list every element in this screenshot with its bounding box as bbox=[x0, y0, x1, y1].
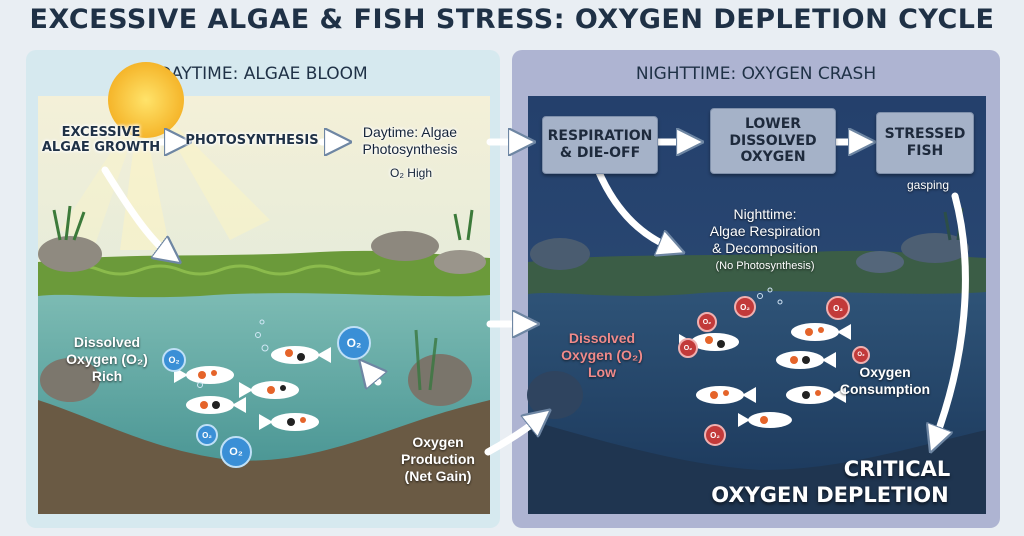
nighttime-koi-group bbox=[679, 323, 851, 428]
o2-red-bubble: O₂ bbox=[704, 424, 726, 446]
dissolved-low-line-2: Oxygen (O₂) bbox=[561, 346, 643, 363]
o2-red-bubble-label: O₂ bbox=[702, 318, 712, 326]
night-resp-line-2: Algae Respiration bbox=[709, 222, 821, 239]
arrow-growth-to-surface bbox=[101, 166, 170, 255]
production-line-3: (Net Gain) bbox=[404, 467, 472, 484]
dissolved-rich-line-3: Rich bbox=[91, 367, 123, 384]
arrow-respiration-down bbox=[594, 166, 672, 248]
o2-red-bubble: O₂ bbox=[826, 296, 850, 320]
o2-high-label: O₂ High bbox=[389, 166, 432, 180]
o2-red-bubble: O₂ bbox=[697, 312, 717, 332]
o2-bubble-label: O₂ bbox=[229, 446, 243, 458]
nighttime-respiration-label: Nighttime: Algae Respiration & Decomposi… bbox=[680, 206, 850, 256]
respiration-dieoff-box: RESPIRATION & DIE-OFF bbox=[542, 116, 658, 174]
respiration-line-2: & DIE-OFF bbox=[559, 145, 641, 161]
oxygen-production-label: Oxygen Production (Net Gain) bbox=[392, 434, 484, 484]
o2-red-bubble-label: O₂ bbox=[740, 302, 750, 312]
oxygen-consumption-label: Oxygen Consumption bbox=[830, 364, 940, 398]
consumption-line-1: Oxygen bbox=[859, 364, 911, 380]
critical-label: CRITICAL bbox=[843, 457, 951, 481]
stressed-fish-box: STRESSED FISH bbox=[876, 112, 974, 174]
arrow-production-up bbox=[368, 370, 378, 382]
dissolved-rich-line-2: Oxygen (O₂) bbox=[66, 350, 148, 367]
daytime-small-bubbles bbox=[197, 319, 269, 388]
algae-photo-line-1: Daytime: Algae bbox=[362, 124, 458, 140]
o2-red-bubble: O₂ bbox=[734, 296, 756, 318]
arrow-stressed-to-critical bbox=[935, 192, 969, 440]
o2-bubble: O₂ bbox=[337, 326, 371, 360]
dissolved-oxygen-rich-label: Dissolved Oxygen (O₂) Rich bbox=[52, 334, 162, 384]
o2-red-bubble: O₂ bbox=[678, 338, 698, 358]
daytime-algae-photosynthesis-label: Daytime: Algae Photosynthesis bbox=[340, 124, 480, 158]
lower-line-1: LOWER bbox=[744, 115, 802, 132]
algae-photo-line-2: Photosynthesis bbox=[362, 140, 458, 157]
lower-dissolved-oxygen-box: LOWER DISSOLVED OXYGEN bbox=[710, 108, 836, 174]
dissolved-low-line-1: Dissolved bbox=[568, 330, 636, 346]
o2-red-bubble-label: O₂ bbox=[683, 344, 693, 352]
dissolved-rich-line-1: Dissolved bbox=[73, 334, 141, 350]
excessive-line-1: EXCESSIVE bbox=[61, 125, 141, 140]
night-resp-line-3: & Decomposition bbox=[712, 239, 818, 256]
page-title: EXCESSIVE ALGAE & FISH STRESS: OXYGEN DE… bbox=[29, 4, 995, 35]
o2-red-bubble-label: O₂ bbox=[857, 352, 865, 358]
excessive-algae-growth-label: EXCESSIVE ALGAE GROWTH bbox=[40, 125, 162, 156]
respiration-line-1: RESPIRATION bbox=[547, 128, 653, 145]
daytime-heading: DAYTIME: ALGAE BLOOM bbox=[158, 64, 368, 84]
o2-red-bubble: O₂ bbox=[852, 346, 870, 364]
o2-bubble-label: O₂ bbox=[168, 355, 180, 365]
o2-bubble: O₂ bbox=[196, 424, 218, 446]
o2-red-bubble-label: O₂ bbox=[833, 303, 843, 313]
sun-icon bbox=[108, 62, 184, 138]
dissolved-low-line-3: Low bbox=[588, 363, 616, 380]
no-photosynthesis-label: (No Photosynthesis) bbox=[715, 260, 815, 272]
nighttime-heading: NIGHTTIME: OXYGEN CRASH bbox=[635, 64, 877, 84]
o2-bubble-label: O₂ bbox=[202, 430, 212, 440]
dissolved-oxygen-low-label: Dissolved Oxygen (O₂) Low bbox=[546, 330, 658, 380]
o2-bubble-label: O₂ bbox=[346, 336, 362, 350]
lower-line-2: DISSOLVED bbox=[729, 132, 817, 149]
lower-line-3: OXYGEN bbox=[740, 149, 806, 166]
oxygen-depletion-label: OXYGEN DEPLETION bbox=[711, 483, 949, 507]
o2-bubble: O₂ bbox=[162, 348, 186, 372]
o2-red-bubble-label: O₂ bbox=[710, 430, 720, 440]
gasping-label: gasping bbox=[906, 178, 950, 192]
excessive-line-2: ALGAE GROWTH bbox=[41, 139, 161, 155]
photosynthesis-label: PHOTOSYNTHESIS bbox=[185, 133, 319, 148]
stressed-line-1: STRESSED bbox=[884, 126, 966, 143]
o2-bubble: O₂ bbox=[220, 436, 252, 468]
production-line-2: Production bbox=[401, 450, 475, 467]
night-resp-line-1: Nighttime: bbox=[733, 206, 797, 222]
daytime-scene bbox=[38, 62, 490, 514]
arrow-production-to-night bbox=[484, 418, 540, 456]
stressed-line-2: FISH bbox=[906, 143, 944, 159]
flow-arrows bbox=[101, 142, 969, 456]
consumption-line-2: Consumption bbox=[839, 380, 931, 397]
production-line-1: Oxygen bbox=[412, 434, 464, 450]
